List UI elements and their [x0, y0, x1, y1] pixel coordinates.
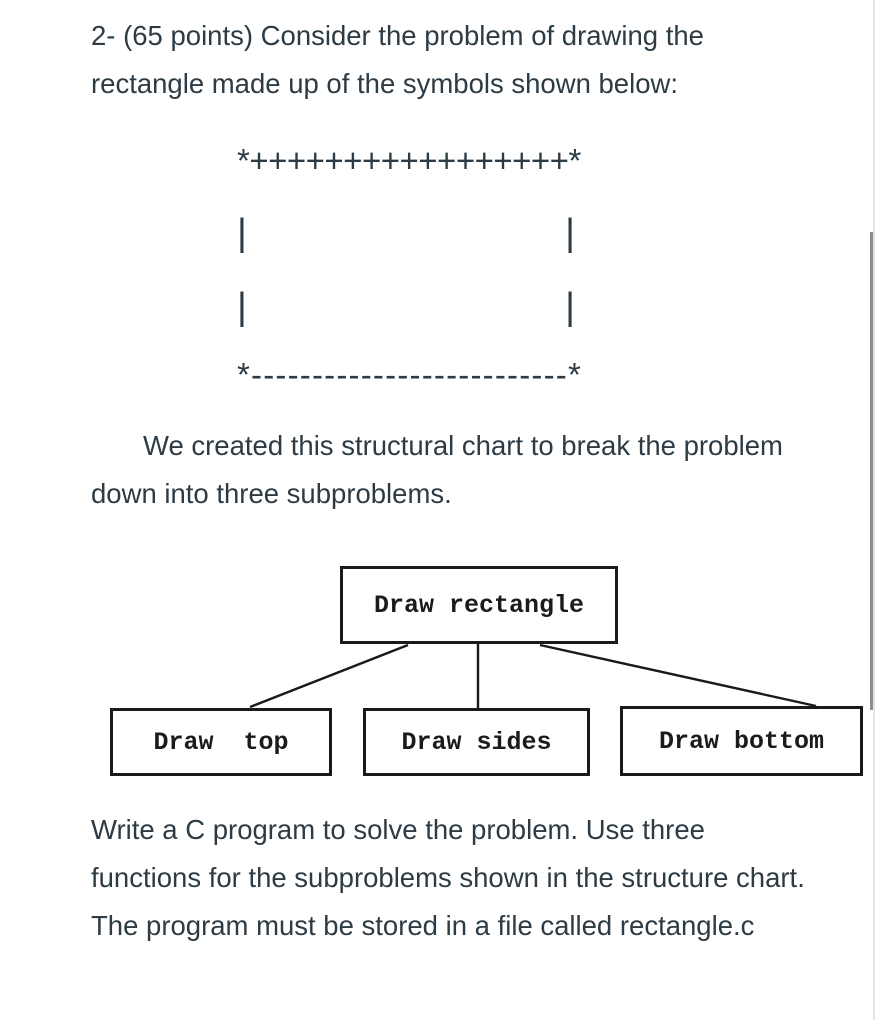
structure-chart-intro: We created this structural chart to brea… — [91, 430, 783, 509]
ascii-rectangle-art: *+++++++++++++++++* | | | | *-----------… — [237, 141, 583, 401]
node-draw-bottom: Draw bottom — [620, 706, 863, 776]
ascii-bottom-border: *--------------------------* — [237, 356, 583, 393]
scrollbar-track[interactable] — [873, 0, 875, 1020]
node-draw-top-label: Draw top — [153, 727, 289, 757]
ascii-left-pipe: | — [237, 286, 247, 328]
node-draw-sides: Draw sides — [363, 708, 590, 776]
ascii-side-row: | | — [237, 213, 575, 253]
node-draw-top: Draw top — [110, 708, 332, 776]
ascii-side-row: | | — [237, 287, 575, 327]
ascii-right-pipe: | — [565, 212, 575, 254]
connector-lines — [249, 643, 817, 709]
structure-chart: Draw rectangle Draw top Draw sides Draw … — [100, 560, 877, 792]
ascii-top-border: *+++++++++++++++++* — [237, 142, 581, 179]
node-draw-sides-label: Draw sides — [401, 727, 552, 757]
instructions-paragraph: Write a C program to solve the problem. … — [91, 814, 805, 941]
node-draw-bottom-label: Draw bottom — [658, 726, 825, 756]
ascii-right-pipe: | — [565, 286, 575, 328]
ascii-left-pipe: | — [237, 212, 247, 254]
problem-statement: 2- (65 points) Consider the problem of d… — [91, 20, 704, 99]
scrollbar-thumb[interactable] — [870, 232, 873, 710]
node-draw-rectangle-label: Draw rectangle — [373, 590, 585, 620]
node-draw-rectangle: Draw rectangle — [340, 566, 618, 644]
